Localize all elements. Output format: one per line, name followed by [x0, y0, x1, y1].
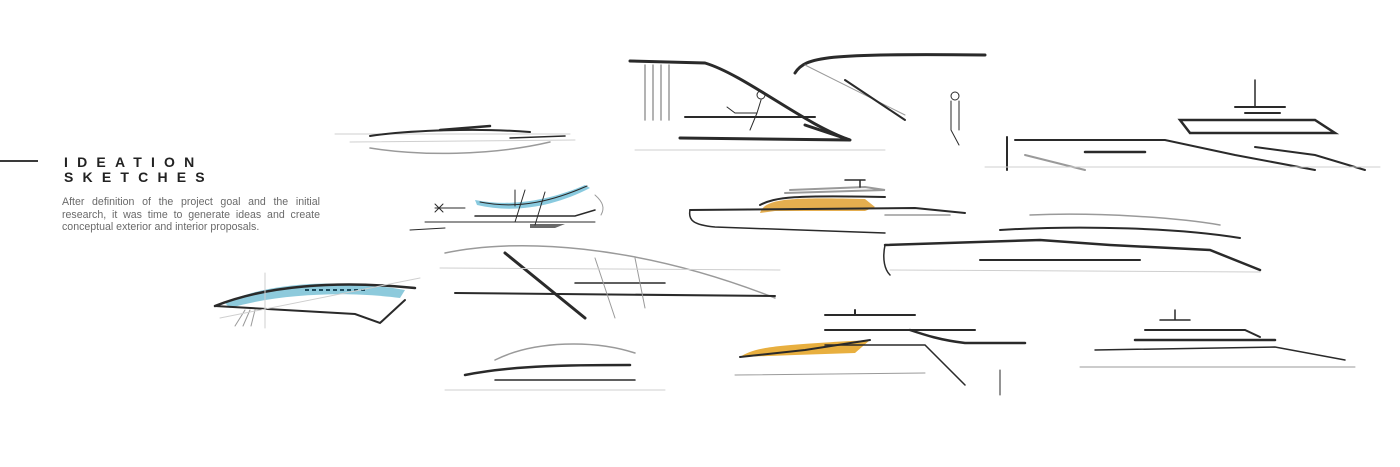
title-line-1: IDEATION: [64, 154, 204, 170]
sketch-yacht-bow-detail: [444, 343, 666, 391]
section-divider-line: [0, 160, 38, 162]
sketch-yacht-swept-hull: [883, 213, 1262, 276]
sketch-yacht-orange-band: [688, 179, 966, 234]
sketch-yacht-cross-structure: [439, 244, 781, 320]
section-description: After definition of the project goal and…: [62, 196, 320, 234]
sketch-superyacht-side-profile: [984, 79, 1381, 171]
sketch-yacht-yellow-deck: [734, 309, 1027, 396]
section-title: IDEATION SKETCHES: [64, 155, 214, 185]
sketch-interior-deck-with-figures: [628, 53, 987, 151]
sketch-yacht-blue-canopy: [409, 185, 604, 231]
sketch-yacht-small-profile: [1079, 309, 1356, 368]
sketch-glass-canopy-blue: [213, 272, 421, 329]
title-line-2: SKETCHES: [64, 169, 214, 185]
sketch-yacht-low-profile: [334, 124, 576, 155]
